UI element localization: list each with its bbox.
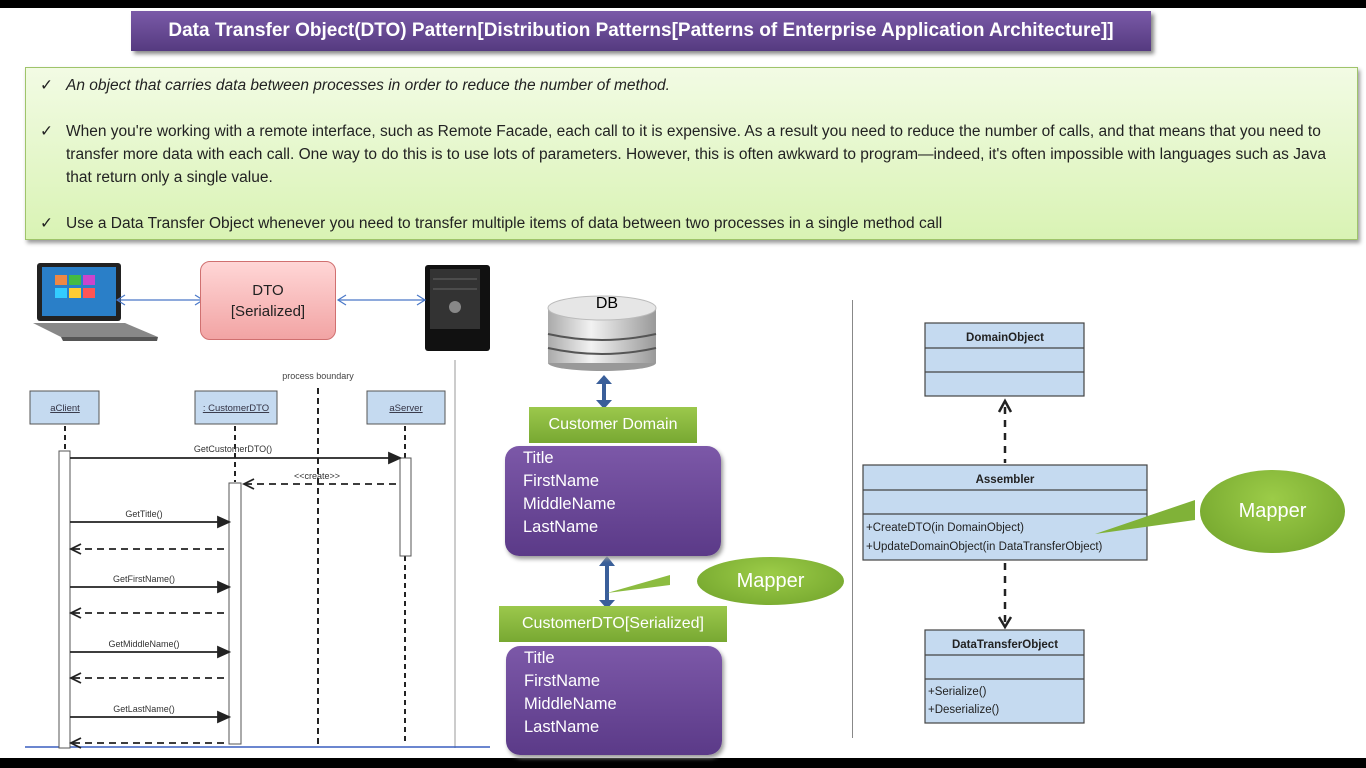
db-label: DB xyxy=(596,295,618,312)
class-name: Assembler xyxy=(976,474,1035,486)
laptop-icon xyxy=(33,263,158,341)
customer-domain-header: Customer Domain xyxy=(529,407,697,443)
dto-serialized-box: DTO [Serialized] xyxy=(200,261,336,340)
check-icon: ✓ xyxy=(40,77,53,94)
customer-domain-fields: Title FirstName MiddleName LastName xyxy=(505,446,721,556)
double-arrow-icon xyxy=(596,375,612,409)
activation-bar xyxy=(58,450,71,749)
field: FirstName xyxy=(523,472,600,490)
lifeline-label: aClient xyxy=(50,403,80,414)
message-label: GetCustomerDTO() xyxy=(194,444,272,454)
mapper-pointer xyxy=(607,575,670,593)
message-label: GetFirstName() xyxy=(113,574,175,584)
field: Title xyxy=(524,649,555,667)
customer-dto-fields: Title FirstName MiddleName LastName xyxy=(506,646,722,755)
lifeline-aserver xyxy=(366,390,446,425)
uml-class-diagram: DomainObject Assembler DataTransferObjec… xyxy=(862,322,1195,724)
database-icon xyxy=(547,295,657,371)
class-assembler xyxy=(862,464,1148,561)
bidirectional-arrow xyxy=(115,294,427,306)
lifeline-label: aServer xyxy=(389,403,422,414)
field: LastName xyxy=(523,518,599,536)
middle-graphics: DB xyxy=(547,295,670,609)
field: Title xyxy=(523,449,554,467)
note-text: An object that carries data between proc… xyxy=(66,77,670,94)
field: MiddleName xyxy=(524,695,617,713)
activation-bar xyxy=(228,482,242,745)
notes-panel: ✓ An object that carries data between pro… xyxy=(25,67,1358,240)
divider xyxy=(852,300,853,738)
class-datatransferobject xyxy=(924,629,1085,724)
class-operation: +CreateDTO(in DomainObject) xyxy=(866,522,1024,534)
class-name: DataTransferObject xyxy=(952,639,1058,651)
mapper-pointer xyxy=(1095,500,1195,534)
top-bar xyxy=(0,0,1366,8)
dto-sublabel: [Serialized] xyxy=(230,302,306,320)
mapper-callout: Mapper xyxy=(697,557,844,605)
boundary-label: process boundary xyxy=(282,371,354,381)
note-text: When you're working with a remote interf… xyxy=(66,123,1326,186)
activation-bar xyxy=(399,457,412,557)
top-flow xyxy=(33,263,490,351)
message-label: GetTitle() xyxy=(125,509,162,519)
check-icon: ✓ xyxy=(40,215,53,232)
class-name: DomainObject xyxy=(966,332,1044,344)
message-label: GetLastName() xyxy=(113,704,175,714)
lifeline-aclient xyxy=(29,390,100,425)
field: MiddleName xyxy=(523,495,616,513)
message-label: <<create>> xyxy=(294,471,340,481)
dto-label: DTO xyxy=(252,281,284,299)
lifeline-label: : CustomerDTO xyxy=(203,403,269,414)
message-label: GetMiddleName() xyxy=(108,639,179,649)
note-item: ✓ An object that carries data between pro… xyxy=(40,74,1343,97)
field: LastName xyxy=(524,718,600,736)
note-text: Use a Data Transfer Object whenever you … xyxy=(66,215,943,232)
double-arrow-icon xyxy=(599,556,615,609)
class-operation: +Deserialize() xyxy=(928,704,999,716)
bottom-bar xyxy=(0,758,1366,768)
check-icon: ✓ xyxy=(40,123,53,140)
class-operation: +Serialize() xyxy=(928,686,987,698)
class-operation: +UpdateDomainObject(in DataTransferObjec… xyxy=(866,541,1103,553)
mapper-callout: Mapper xyxy=(1200,470,1345,553)
customer-dto-header: CustomerDTO[Serialized] xyxy=(499,606,727,642)
class-domainobject xyxy=(924,322,1085,397)
lifeline-customerdto xyxy=(194,390,278,425)
note-item: ✓ Use a Data Transfer Object whenever you… xyxy=(40,212,1343,235)
server-icon xyxy=(425,265,490,351)
sequence-diagram: process boundary aClient : CustomerDTO a… xyxy=(25,360,490,749)
field: FirstName xyxy=(524,672,601,690)
slide-title: Data Transfer Object(DTO) Pattern[Distri… xyxy=(131,11,1151,51)
note-item: ✓ When you're working with a remote inter… xyxy=(40,120,1343,189)
